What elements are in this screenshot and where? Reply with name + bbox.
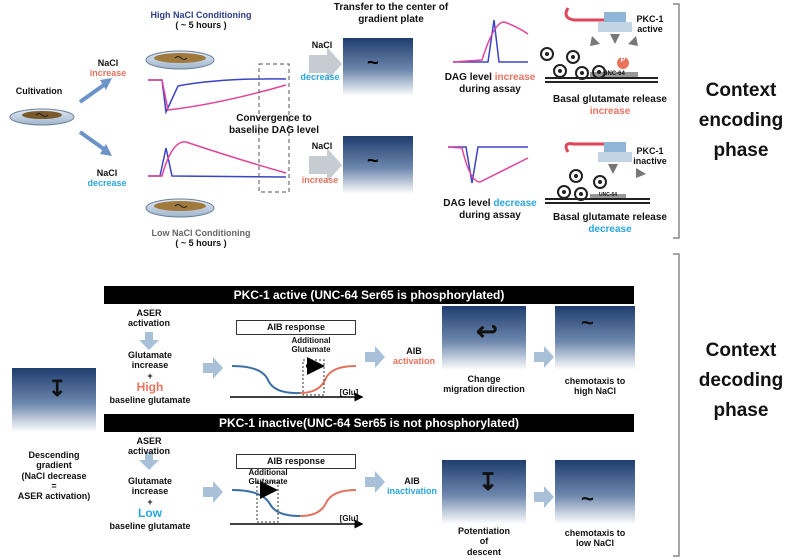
pkc-active-banner: PKC-1 active (UNC-64 Ser65 is phosphoryl… <box>104 286 634 304</box>
dag-increase-traces <box>452 19 529 63</box>
worm-turn-icon: ↩ <box>476 316 498 346</box>
phospho-label: P <box>620 57 626 64</box>
high-nacl-dish-icon <box>145 50 215 70</box>
high-nacl-plate: ~ <box>555 306 635 370</box>
worm-icon: ~ <box>581 486 594 511</box>
arrow-bot-word: increase <box>301 175 339 185</box>
pkc-inactive-schematic <box>545 142 650 204</box>
pkc-active-schematic <box>540 7 658 83</box>
gradient-plate-bottom: ~ <box>343 136 413 194</box>
high-conditioning-traces <box>148 78 287 115</box>
worm-icon: ~ <box>581 310 594 335</box>
descending-gradient-plate: ↧ <box>12 368 96 432</box>
aib-response-active-plot <box>230 357 364 402</box>
transfer-arrow-top <box>309 47 342 81</box>
dag-increase-label: DAG level increase during assay <box>444 72 536 95</box>
arrow-top-label: NaCl <box>311 40 333 50</box>
transfer-arrow-bottom <box>309 148 342 182</box>
descent-plate: ↧ <box>442 460 526 524</box>
decoding-bracket <box>673 253 680 557</box>
unc64-label-inactive: UNC-64 <box>598 192 618 198</box>
gradient-plate-top: ~ <box>343 38 413 96</box>
unc64-label-active: UNC-64 <box>603 71 625 77</box>
decoding-arrows <box>139 332 554 508</box>
convergence-box <box>258 63 290 193</box>
aib-response-inactive-plot <box>230 481 364 529</box>
low-nacl-plate: ~ <box>555 460 635 524</box>
glu-axis-label-2: [Glu] <box>339 514 359 523</box>
aib-response-box-inactive: AIB response <box>236 454 356 469</box>
worm-icon: ~ <box>367 52 379 74</box>
arrow-top-word: decrease <box>300 72 340 82</box>
high-cond-title: High NaCl Conditioning( ~ 5 hours ) <box>150 10 252 31</box>
worm-icon: ↧ <box>48 376 67 401</box>
worm-down-icon: ↧ <box>478 469 499 496</box>
worm-icon: ~ <box>367 150 379 172</box>
low-nacl-dish-icon <box>145 198 215 218</box>
migration-plate: ↩ <box>442 306 526 370</box>
dag-decrease-traces <box>447 146 529 184</box>
glu-axis-label: [Glu] <box>339 388 359 397</box>
encoding-bracket <box>673 3 680 239</box>
dag-decrease-label: DAG level decrease during assay <box>443 198 537 221</box>
aib-response-box-active: AIB response <box>236 320 356 335</box>
descending-gradient-label: Descending gradient (NaCl decrease = ASE… <box>17 450 91 502</box>
cultivation-label: Cultivation <box>15 86 63 96</box>
arrow-bot-label: NaCl <box>311 141 333 151</box>
low-conditioning-traces <box>148 141 287 178</box>
pkc-inactive-banner: PKC-1 inactive(UNC-64 Ser65 is not phosp… <box>104 414 634 432</box>
cultivation-arrows <box>78 78 112 156</box>
low-cond-title: Low NaCl Conditioning( ~ 5 hours ) <box>151 228 251 249</box>
cultivation-dish-icon <box>9 108 75 126</box>
